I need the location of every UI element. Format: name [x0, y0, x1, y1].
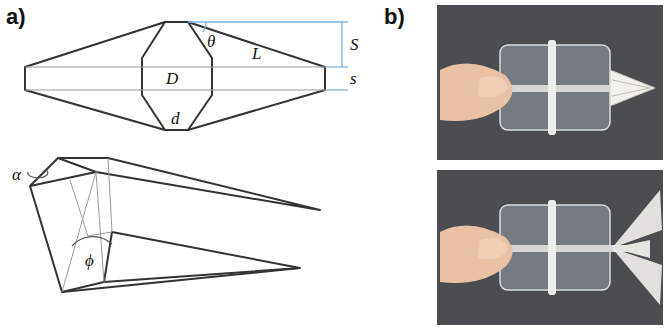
panel-label: a)	[6, 6, 26, 28]
dimension-label: d	[171, 110, 180, 127]
angle-label: ϕ	[85, 252, 94, 269]
dimension-label: L	[252, 45, 261, 62]
dimension-label: s	[350, 70, 357, 87]
angle-label: α	[12, 166, 21, 183]
angle-label: θ	[207, 33, 215, 50]
dimension-label: S	[350, 36, 359, 53]
dimension-label: D	[166, 70, 178, 87]
panel-label: b)	[384, 6, 405, 28]
